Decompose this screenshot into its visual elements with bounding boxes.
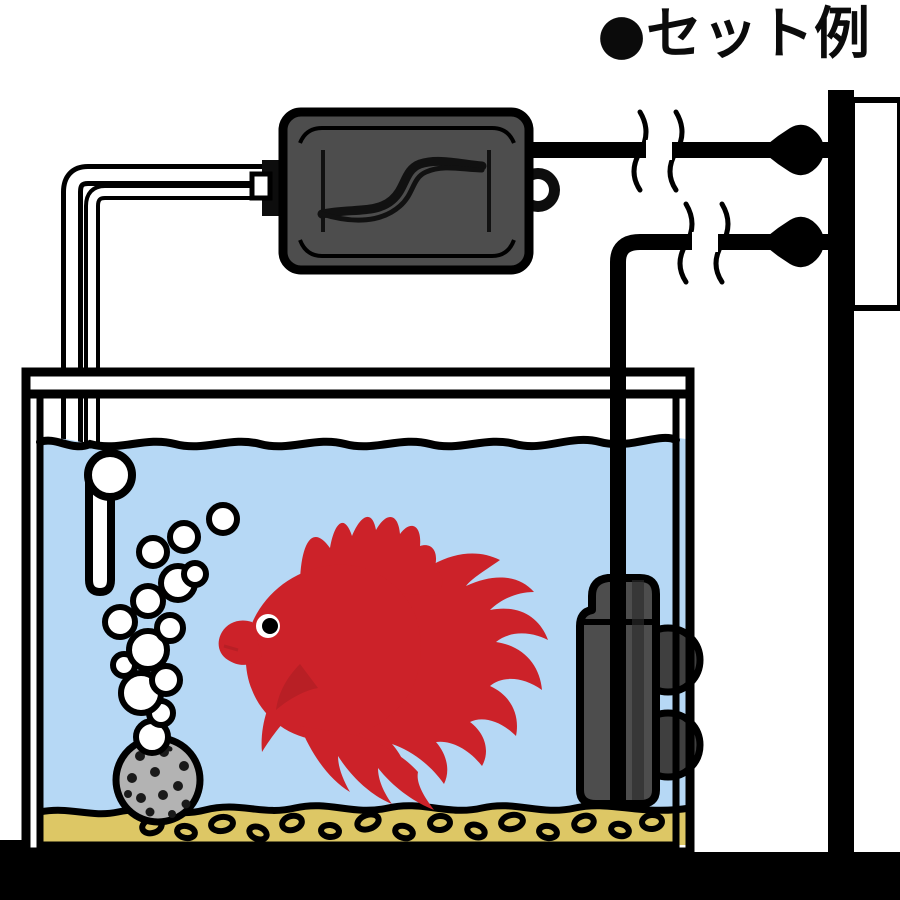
fish-ventral-fin: [261, 688, 296, 752]
pump-logo-swoosh-under: [319, 165, 485, 223]
wall-outlet-panel[interactable]: [828, 90, 900, 900]
power-cables: [532, 109, 834, 804]
plug-head: [760, 216, 824, 268]
tank-gravel: [40, 805, 690, 845]
fish-pectoral-fin: [276, 664, 318, 710]
fish-eye-pupil: [262, 618, 278, 634]
pump-bottom-crease: [298, 239, 516, 258]
pump-body: [278, 107, 534, 275]
page-title: ●セット例: [597, 2, 870, 67]
pump-logo-swoosh: [317, 156, 487, 219]
cable-break-mark: [631, 109, 685, 193]
air-pump: [249, 107, 560, 275]
thermometer: [84, 449, 136, 596]
air-stone: [112, 734, 204, 826]
cable-break-mark: [677, 201, 731, 285]
fish-anal-fin: [300, 726, 434, 810]
betta-fish: [218, 516, 548, 810]
heater-power-cable: [610, 234, 834, 804]
fish-mouth: [223, 644, 239, 652]
air-bubbles: [102, 502, 240, 756]
pump-top-crease: [298, 126, 516, 144]
water-surface-line: [36, 433, 680, 451]
fish-head: [218, 620, 262, 665]
outlet-faceplate[interactable]: [849, 97, 900, 311]
plug-head: [760, 124, 824, 176]
table-surface-bar: [0, 840, 900, 900]
